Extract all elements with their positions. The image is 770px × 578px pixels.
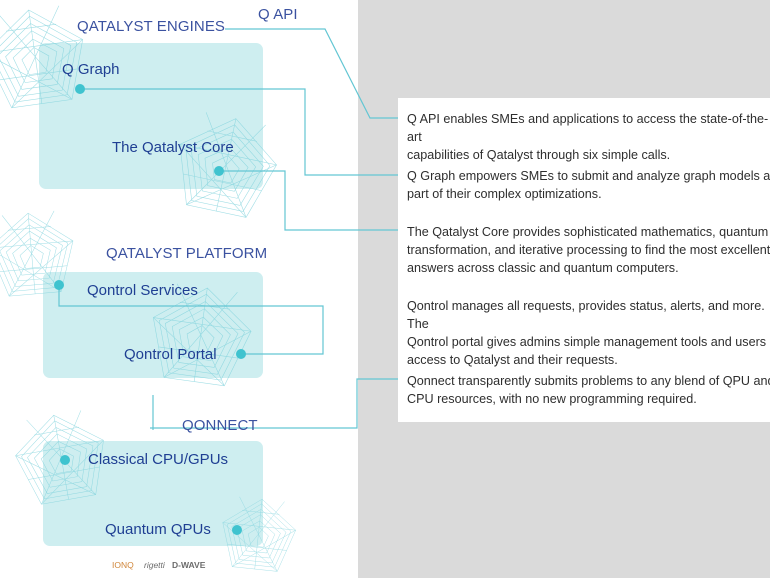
mesh-hex-decoration-3 [0,209,78,298]
qatalyst-core-dot [214,166,224,176]
connector-q-api [225,28,398,119]
qonnect-description: Qonnect transparently submits problems t… [407,374,770,406]
connector-qatalyst-core [219,170,398,231]
qontrol-services-label: Qontrol Services [87,282,198,299]
qatalyst-core-label: The Qatalyst Core [112,139,234,156]
quantum-qpus-dot [232,525,242,535]
description-panel [398,98,770,422]
connector-qontrol [58,285,324,355]
ionq-logo: IONQ [112,560,134,570]
q-graph-dot [75,84,85,94]
connector-q-graph [80,88,398,176]
classical-cpu-dot [60,455,70,465]
qonnect-title: QONNECT [182,417,258,434]
q-graph-label: Q Graph [62,61,120,78]
qatalyst-core-description: The Qatalyst Core provides sophisticated… [407,225,770,275]
q-api-title: Q API [258,6,298,23]
dwave-logo: D-WAVE [172,560,206,570]
classical-cpu-label: Classical CPU/GPUs [88,451,229,468]
platform-panel [43,272,263,378]
rigetti-logo: rigetti [144,560,165,570]
connector-qonnect [150,378,398,429]
qontrol-portal-dot [236,349,246,359]
qatalyst-engines-title: QATALYST ENGINES [77,18,226,35]
q-api-description: Q API enables SMEs and applications to a… [407,112,769,162]
qontrol-services-dot [54,280,64,290]
qontrol-portal-label: Qontrol Portal [124,346,217,363]
quantum-qpus-label: Quantum QPUs [105,521,211,538]
q-graph-description: Q Graph empowers SMEs to submit and anal… [407,169,770,201]
qontrol-description: Qontrol manages all requests, provides s… [407,299,767,367]
engines-panel [39,43,263,189]
qatalyst-platform-title: QATALYST PLATFORM [106,245,268,262]
mesh-hex-decoration-6 [217,494,299,574]
mesh-hex-decoration-2 [167,107,285,222]
